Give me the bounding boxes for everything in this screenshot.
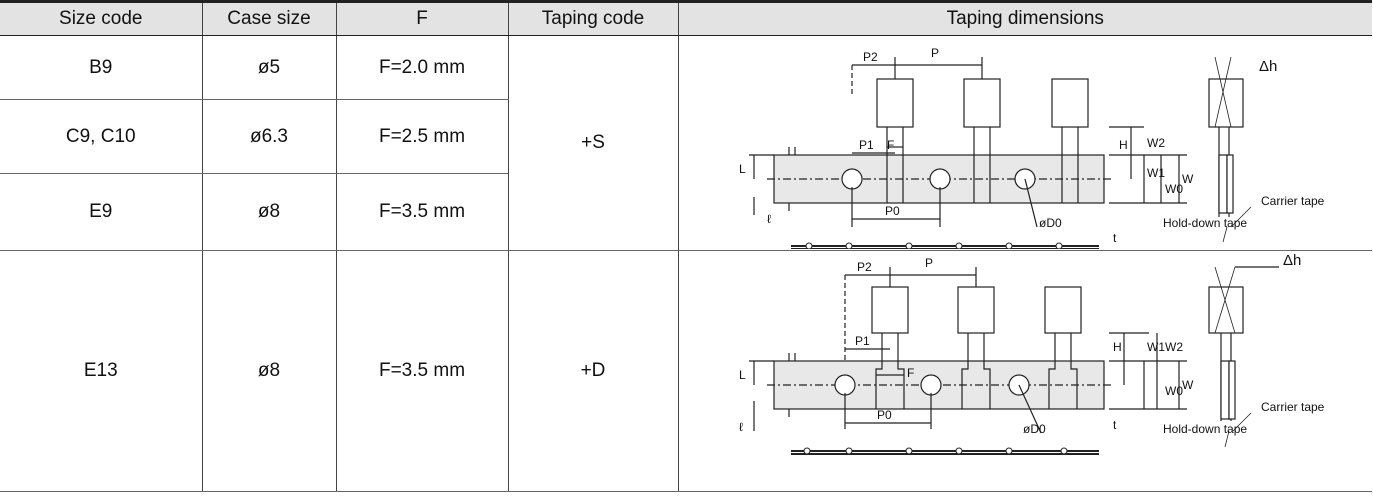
size-code-cell: C9, C10 bbox=[0, 99, 202, 174]
label-dh: Δh bbox=[1283, 252, 1301, 269]
label-f: F bbox=[907, 366, 914, 380]
label-l: L bbox=[739, 368, 746, 382]
label-carrier-tape: Carrier tape bbox=[1261, 400, 1325, 414]
label-p1: P1 bbox=[859, 138, 874, 152]
label-w1: W1 bbox=[1147, 166, 1165, 180]
table-row: C9, C10 ø6.3 F=2.5 mm bbox=[0, 99, 1372, 174]
taping-dimensions-table: Size code Case size F Taping code Taping… bbox=[0, 0, 1372, 492]
label-l: L bbox=[739, 162, 746, 176]
label-ell: ℓ bbox=[739, 420, 743, 434]
size-code-cell: E13 bbox=[0, 250, 202, 492]
label-w0: W0 bbox=[1165, 182, 1183, 196]
label-f: F bbox=[887, 138, 894, 152]
label-w: W bbox=[1182, 378, 1194, 392]
label-h: H bbox=[1119, 138, 1128, 152]
label-w: W bbox=[1182, 172, 1194, 186]
f-cell: F=2.0 mm bbox=[335, 35, 508, 100]
taping-code-cell: +D bbox=[507, 250, 678, 492]
case-size-cell: ø5 bbox=[201, 35, 336, 100]
f-cell: F=3.5 mm bbox=[335, 173, 508, 251]
header-taping-dimensions: Taping dimensions bbox=[677, 0, 1372, 36]
size-code-cell: B9 bbox=[0, 35, 202, 100]
taping-diagram-d-cell: P2 P P1 F P0 H W1W2 W0 W L ℓ øD0 t Δh bbox=[677, 250, 1372, 492]
table-header-row: Size code Case size F Taping code Taping… bbox=[0, 0, 1372, 36]
size-code-cell: E9 bbox=[0, 173, 202, 251]
label-hold-down-tape: Hold-down tape bbox=[1163, 422, 1247, 436]
taping-diagram-s: P2 P P1 F P0 H W2 W1 W0 W L ℓ øD0 t bbox=[739, 46, 1325, 249]
taping-diagram-s-cell: P2 P P1 F P0 H W2 W1 W0 W L ℓ øD0 t bbox=[677, 35, 1372, 251]
label-hold-down-tape: Hold-down tape bbox=[1163, 216, 1247, 230]
header-case-size: Case size bbox=[201, 0, 336, 36]
table-row: E9 ø8 F=3.5 mm bbox=[0, 173, 1372, 251]
label-p1: P1 bbox=[855, 334, 870, 348]
label-p0: P0 bbox=[877, 408, 892, 422]
header-taping-code: Taping code bbox=[507, 0, 678, 36]
header-f: F bbox=[335, 0, 508, 36]
header-size-code: Size code bbox=[0, 0, 202, 36]
label-p: P bbox=[925, 256, 933, 270]
label-d0: øD0 bbox=[1039, 216, 1062, 230]
label-w0: W0 bbox=[1165, 384, 1183, 398]
label-w2: W2 bbox=[1147, 136, 1165, 150]
label-h: H bbox=[1113, 340, 1122, 354]
label-w1w2: W1W2 bbox=[1147, 340, 1183, 354]
label-t: t bbox=[1113, 418, 1117, 432]
table-row: E13 ø8 F=3.5 mm +D bbox=[0, 250, 1372, 492]
case-size-cell: ø8 bbox=[201, 250, 336, 492]
table-row: B9 ø5 F=2.0 mm +S bbox=[0, 35, 1372, 251]
label-dh: Δh bbox=[1259, 58, 1277, 75]
label-ell: ℓ bbox=[767, 212, 771, 226]
taping-code-cell: +S bbox=[507, 35, 678, 251]
taping-diagram-d: P2 P P1 F P0 H W1W2 W0 W L ℓ øD0 t Δh bbox=[739, 252, 1325, 455]
label-carrier-tape: Carrier tape bbox=[1261, 194, 1325, 208]
case-size-cell: ø8 bbox=[201, 173, 336, 251]
label-t: t bbox=[1113, 231, 1117, 245]
case-size-cell: ø6.3 bbox=[201, 99, 336, 174]
label-p2: P2 bbox=[857, 260, 872, 274]
label-d0: øD0 bbox=[1023, 422, 1046, 436]
label-p2: P2 bbox=[863, 50, 878, 64]
f-cell: F=3.5 mm bbox=[335, 250, 508, 492]
f-cell: F=2.5 mm bbox=[335, 99, 508, 174]
label-p: P bbox=[931, 46, 939, 60]
label-p0: P0 bbox=[885, 204, 900, 218]
